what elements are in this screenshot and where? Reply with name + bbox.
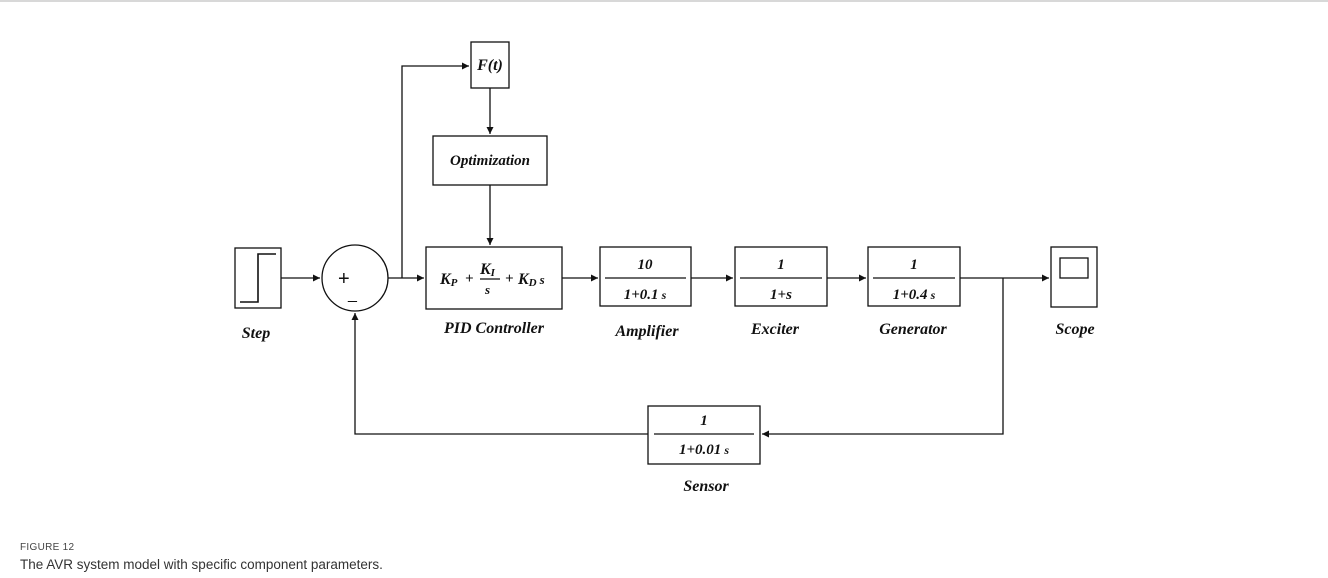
- kp-symbol: K: [439, 271, 452, 288]
- step-signal-icon: [240, 253, 276, 303]
- exciter-label: Exciter: [750, 321, 800, 338]
- exciter-block: [734, 246, 828, 307]
- arrow-output-to-sensor: [762, 278, 1004, 438]
- kd-subscript: D: [528, 277, 537, 289]
- svg-text:KDs: KDs: [517, 271, 545, 289]
- amplifier-block: [599, 246, 692, 307]
- exciter-numerator: 1: [777, 257, 785, 273]
- optimization-text: Optimization: [450, 153, 530, 169]
- sum-minus-sign: _: [347, 286, 358, 303]
- kd-symbol: K: [517, 271, 530, 288]
- figure-caption: The AVR system model with specific compo…: [20, 557, 383, 572]
- figure-label: FIGURE 12: [20, 542, 75, 553]
- ki-denominator: s: [484, 282, 490, 297]
- pid-plus-1: +: [465, 271, 474, 287]
- exciter-denominator: 1+s: [770, 287, 792, 303]
- generator-label: Generator: [879, 321, 947, 338]
- sensor-block: [647, 405, 761, 465]
- svg-text:KI: KI: [479, 261, 496, 279]
- step-label: Step: [242, 325, 270, 342]
- pid-label: PID Controller: [443, 320, 545, 337]
- svg-text:KP: KP: [439, 271, 458, 289]
- arrow-error-to-ft: [401, 62, 469, 278]
- ki-symbol: K: [479, 261, 492, 278]
- amplifier-numerator: 10: [638, 257, 654, 273]
- amplifier-label: Amplifier: [614, 323, 679, 340]
- kp-subscript: P: [451, 277, 458, 289]
- pid-plus-2: +: [505, 271, 514, 287]
- generator-numerator: 1: [910, 257, 918, 273]
- ft-text: F(t): [476, 57, 503, 74]
- ki-subscript: I: [490, 267, 496, 279]
- arrow-sensor-to-sum: [351, 313, 648, 435]
- scope-block: [1050, 246, 1098, 308]
- scope-label: Scope: [1055, 321, 1094, 338]
- sum-plus-sign: +: [338, 268, 350, 290]
- sensor-numerator: 1: [700, 413, 708, 429]
- scope-screen-icon: [1059, 257, 1089, 279]
- sensor-label: Sensor: [683, 478, 729, 495]
- generator-block: [867, 246, 961, 307]
- kd-s: s: [539, 272, 545, 287]
